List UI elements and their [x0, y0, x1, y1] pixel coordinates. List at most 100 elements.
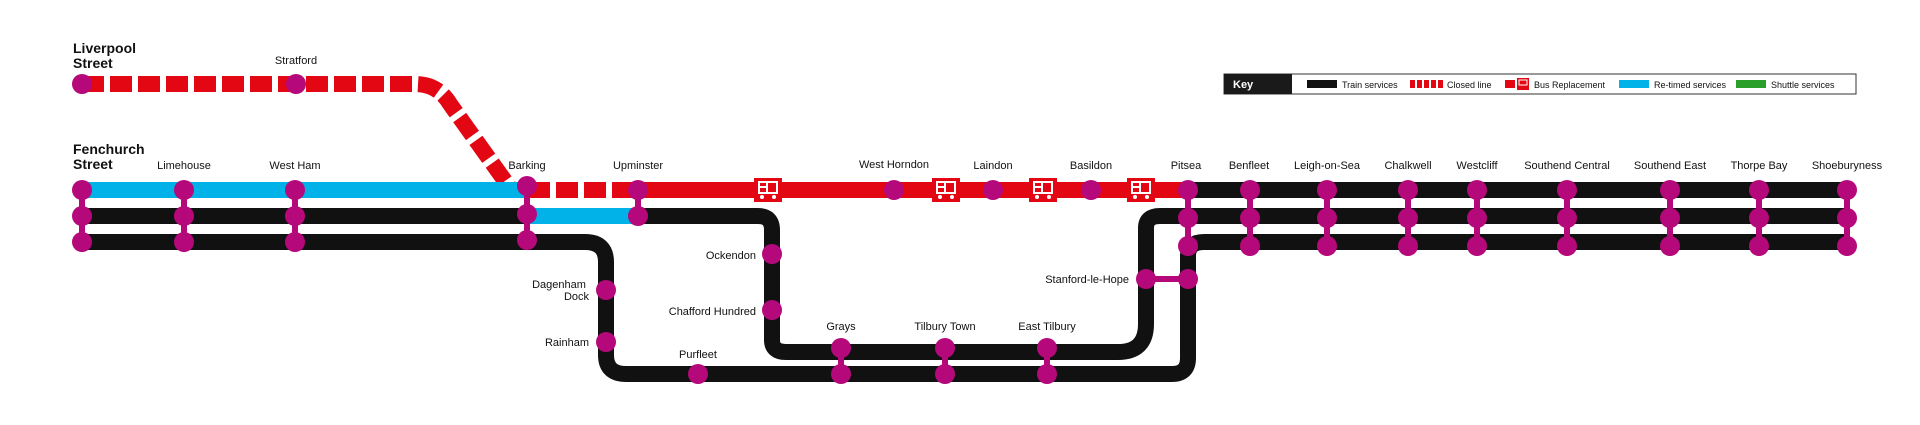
- station-dot[interactable]: [1557, 236, 1577, 256]
- station-dot[interactable]: [72, 206, 92, 226]
- station-dot[interactable]: [1240, 208, 1260, 228]
- terminal-label-fenchurch-street: Fenchurch Street: [73, 141, 148, 172]
- station-label-rainham: Rainham: [545, 337, 589, 349]
- station-dot-basildon[interactable]: [1081, 180, 1101, 200]
- station-dot[interactable]: [628, 206, 648, 226]
- station-dot[interactable]: [1037, 364, 1057, 384]
- station-dot-ockendon[interactable]: [762, 244, 782, 264]
- key-label-train-services: Train services: [1342, 80, 1398, 90]
- station-label-laindon: Laindon: [973, 160, 1012, 172]
- station-label-chalkwell: Chalkwell: [1384, 160, 1431, 172]
- station-dot-purfleet[interactable]: [688, 364, 708, 384]
- station-dot[interactable]: [517, 204, 537, 224]
- station-label-limehouse: Limehouse: [157, 160, 211, 172]
- key-title-bg: [1224, 74, 1292, 94]
- station-dot-limehouse[interactable]: [174, 180, 194, 200]
- station-dot-southend-central[interactable]: [1557, 180, 1577, 200]
- station-dot[interactable]: [1837, 208, 1857, 228]
- station-dot-pitsea[interactable]: [1178, 180, 1198, 200]
- station-dot-stratford[interactable]: [286, 74, 306, 94]
- station-dot[interactable]: [1317, 236, 1337, 256]
- station-label-grays: Grays: [826, 321, 856, 333]
- station-label-east-tilbury: East Tilbury: [1018, 321, 1076, 333]
- station-dot-east-tilbury[interactable]: [1037, 338, 1057, 358]
- bus-icon: [1126, 177, 1156, 203]
- station-dot-fenchurch-street[interactable]: [72, 180, 92, 200]
- station-dot-chafford-hundred[interactable]: [762, 300, 782, 320]
- station-dot-stanford-le-hope[interactable]: [1136, 269, 1156, 289]
- key-swatch-shuttle: [1736, 80, 1766, 88]
- key-swatch-bus: [1505, 78, 1529, 90]
- station-dot[interactable]: [1178, 208, 1198, 228]
- station-label-stanford-le-hope: Stanford-le-Hope: [1045, 274, 1129, 286]
- station-dot[interactable]: [72, 232, 92, 252]
- station-dot[interactable]: [174, 206, 194, 226]
- station-dot[interactable]: [1660, 208, 1680, 228]
- station-dot[interactable]: [1178, 236, 1198, 256]
- station-dot[interactable]: [1749, 236, 1769, 256]
- station-dot[interactable]: [1557, 208, 1577, 228]
- station-label-westcliff: Westcliff: [1456, 160, 1498, 172]
- station-dot[interactable]: [1398, 208, 1418, 228]
- map-key: Key Train services Closed line Bus Repla…: [1223, 73, 1857, 95]
- station-label-tilbury-town: Tilbury Town: [914, 321, 975, 333]
- station-label-upminster: Upminster: [613, 160, 663, 172]
- key-title: Key: [1233, 79, 1254, 91]
- station-dot[interactable]: [285, 232, 305, 252]
- station-label-purfleet: Purfleet: [679, 349, 717, 361]
- station-label-southend-central: Southend Central: [1524, 160, 1610, 172]
- station-dot-laindon[interactable]: [983, 180, 1003, 200]
- station-dot[interactable]: [831, 364, 851, 384]
- station-dot[interactable]: [1467, 236, 1487, 256]
- station-dot[interactable]: [517, 230, 537, 250]
- station-dot[interactable]: [1467, 208, 1487, 228]
- station-dot[interactable]: [174, 232, 194, 252]
- station-dot-west-horndon[interactable]: [884, 180, 904, 200]
- station-label-west-horndon: West Horndon: [859, 159, 929, 171]
- key-label-retimed-services: Re-timed services: [1654, 80, 1727, 90]
- station-dot-liverpool-street[interactable]: [72, 74, 92, 94]
- station-label-basildon: Basildon: [1070, 160, 1112, 172]
- station-dot[interactable]: [1398, 236, 1418, 256]
- key-swatch-train: [1307, 80, 1337, 88]
- station-label-pitsea: Pitsea: [1171, 160, 1202, 172]
- bus-icon: [1028, 177, 1058, 203]
- station-dot[interactable]: [285, 206, 305, 226]
- station-dot-tilbury-town[interactable]: [935, 338, 955, 358]
- station-label-shoeburyness: Shoeburyness: [1812, 160, 1883, 172]
- station-label-chafford-hundred: Chafford Hundred: [669, 306, 756, 318]
- station-dot-rainham[interactable]: [596, 332, 616, 352]
- station-label-west-ham: West Ham: [269, 160, 320, 172]
- station-label-ockendon: Ockendon: [706, 250, 756, 262]
- station-label-southend-east: Southend East: [1634, 160, 1706, 172]
- key-label-shuttle-services: Shuttle services: [1771, 80, 1835, 90]
- bus-icon: [753, 177, 783, 203]
- station-dot-thorpe-bay[interactable]: [1749, 180, 1769, 200]
- station-dot-dagenham-dock[interactable]: [596, 280, 616, 300]
- station-dot[interactable]: [1749, 208, 1769, 228]
- station-dot[interactable]: [1317, 208, 1337, 228]
- key-label-closed-line: Closed line: [1447, 80, 1492, 90]
- station-dot-upminster[interactable]: [628, 180, 648, 200]
- station-dot-shoeburyness[interactable]: [1837, 180, 1857, 200]
- station-label-leigh-on-sea: Leigh-on-Sea: [1294, 160, 1361, 172]
- station-label-stratford: Stratford: [275, 55, 317, 67]
- station-dot[interactable]: [935, 364, 955, 384]
- station-dot-chalkwell[interactable]: [1398, 180, 1418, 200]
- station-dot-barking[interactable]: [517, 176, 537, 196]
- station-dot[interactable]: [1660, 236, 1680, 256]
- station-dot[interactable]: [1837, 236, 1857, 256]
- station-dot[interactable]: [1178, 269, 1198, 289]
- station-dot-southend-east[interactable]: [1660, 180, 1680, 200]
- station-dot-grays[interactable]: [831, 338, 851, 358]
- station-dot-westcliff[interactable]: [1467, 180, 1487, 200]
- station-dot-leigh-on-sea[interactable]: [1317, 180, 1337, 200]
- station-dot-west-ham[interactable]: [285, 180, 305, 200]
- station-dot[interactable]: [1240, 236, 1260, 256]
- station-label-barking: Barking: [508, 160, 545, 172]
- station-dot-benfleet[interactable]: [1240, 180, 1260, 200]
- bus-icon: [931, 177, 961, 203]
- station-dots: [72, 74, 1857, 384]
- closed-line-liverpool-street: [82, 76, 517, 193]
